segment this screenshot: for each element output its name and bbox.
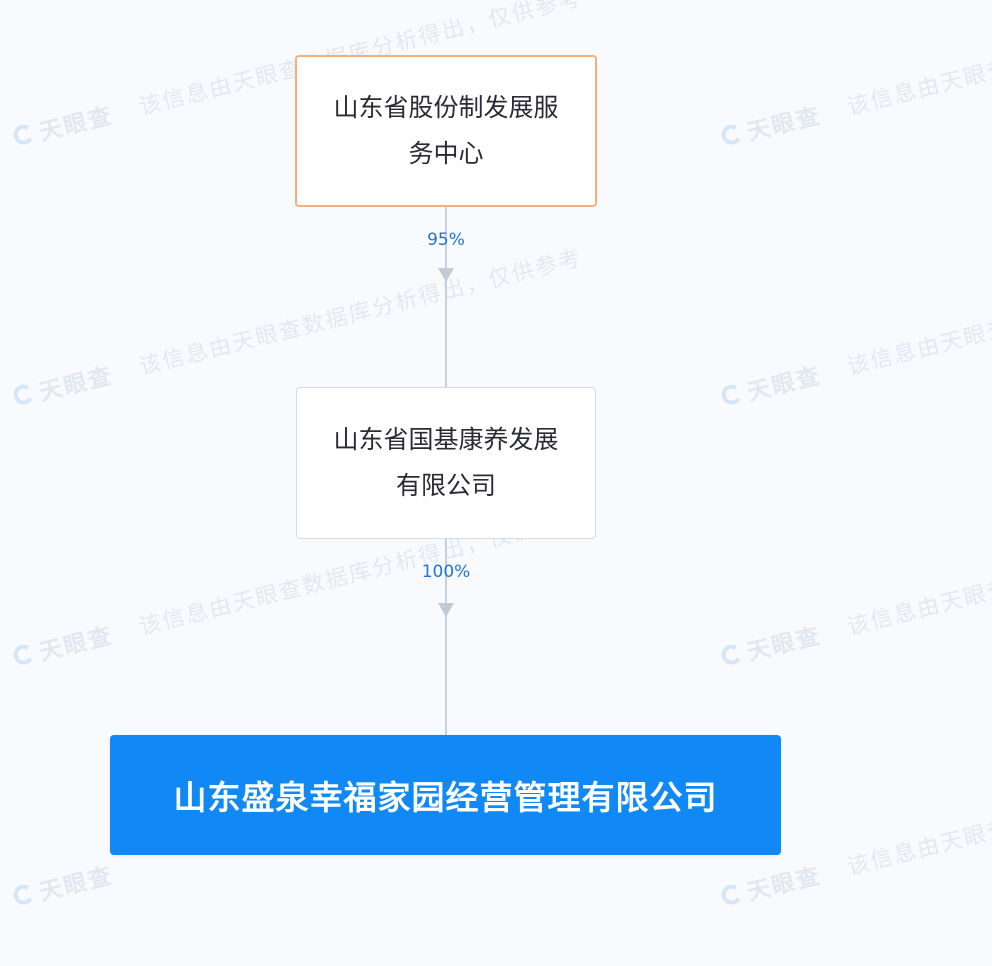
edge-percentage: 100% bbox=[421, 562, 471, 582]
watermark: 天眼查 该信息由天眼查 bbox=[718, 49, 992, 154]
watermark-text: 该信息由天眼查数据库分析得出，仅供参考 bbox=[136, 245, 586, 381]
connector-line bbox=[445, 207, 447, 387]
tianyancha-logo-icon bbox=[11, 642, 36, 667]
watermark-brand: 天眼查 bbox=[744, 862, 824, 907]
node-label-line: 山东省国基康养发展 bbox=[333, 425, 559, 454]
watermark-brand: 天眼查 bbox=[744, 102, 824, 147]
watermark-text: 该信息由天眼查 bbox=[844, 815, 992, 881]
watermark-text: 该信息由天眼查 bbox=[844, 575, 992, 641]
watermark-brand: 天眼查 bbox=[36, 362, 116, 407]
connector-line bbox=[445, 539, 447, 735]
watermark-brand: 天眼查 bbox=[744, 622, 824, 667]
arrow-down-icon bbox=[438, 603, 454, 617]
shareholder-node-top[interactable]: 山东省股份制发展服 务中心 bbox=[295, 55, 597, 207]
tianyancha-logo-icon bbox=[11, 382, 36, 407]
tianyancha-logo-icon bbox=[719, 882, 744, 907]
node-label-line: 山东省股份制发展服 bbox=[333, 93, 559, 122]
watermark: 天眼查 该信息由天眼查 bbox=[718, 309, 992, 414]
node-label-line: 务中心 bbox=[408, 139, 484, 168]
watermark-text: 该信息由天眼查 bbox=[844, 315, 992, 381]
shareholder-node-mid[interactable]: 山东省国基康养发展 有限公司 bbox=[296, 387, 596, 539]
tianyancha-logo-icon bbox=[11, 882, 36, 907]
watermark-brand: 天眼查 bbox=[36, 622, 116, 667]
watermark-brand: 天眼查 bbox=[36, 862, 116, 907]
node-label-line: 有限公司 bbox=[395, 471, 496, 500]
watermark-brand: 天眼查 bbox=[36, 102, 116, 147]
target-company-node[interactable]: 山东盛泉幸福家园经营管理有限公司 bbox=[110, 735, 781, 855]
tianyancha-logo-icon bbox=[719, 122, 744, 147]
tianyancha-logo-icon bbox=[11, 122, 36, 147]
edge-percentage: 95% bbox=[427, 230, 465, 250]
tianyancha-logo-icon bbox=[719, 382, 744, 407]
watermark-text: 该信息由天眼查 bbox=[844, 55, 992, 121]
arrow-down-icon bbox=[438, 268, 454, 282]
watermark-brand: 天眼查 bbox=[744, 362, 824, 407]
tianyancha-logo-icon bbox=[719, 642, 744, 667]
watermark: 天眼查 该信息由天眼查 bbox=[718, 569, 992, 674]
target-company-label: 山东盛泉幸福家园经营管理有限公司 bbox=[173, 778, 718, 817]
watermark: 天眼查 bbox=[10, 851, 138, 914]
